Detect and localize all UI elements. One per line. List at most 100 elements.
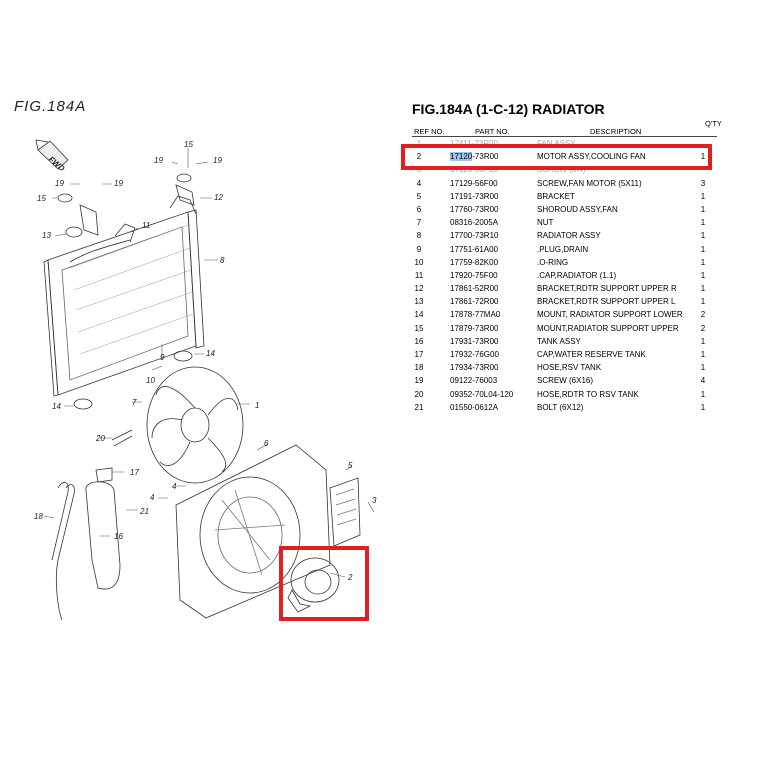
row-ref: 19: [414, 376, 424, 386]
table-row-selected[interactable]: 2 17120-73R00 MOTOR ASSY,COOLING FAN 1: [412, 150, 717, 163]
row-part: 17760-73R00: [450, 204, 499, 214]
row-ref: 15: [414, 323, 424, 333]
row-ref: 9: [416, 244, 422, 254]
row-ref: 20: [414, 389, 424, 399]
row-ref: 1: [416, 139, 422, 148]
row-qty: 1: [700, 204, 706, 214]
row-qty: 1: [700, 336, 706, 346]
row-qty: 1: [700, 231, 706, 241]
row-part: 17191-73R00: [450, 191, 499, 201]
row-qty: 1: [700, 363, 706, 373]
svg-text:19: 19: [154, 156, 163, 165]
row-ref: 8: [416, 231, 422, 241]
row-part: 17751-61A00: [450, 244, 499, 254]
row-desc: BRACKET,RDTR SUPPORT UPPER R: [537, 284, 677, 294]
row-desc: MOUNT, RADIATOR SUPPORT LOWER: [537, 310, 683, 320]
table-row[interactable]: 14 17878-77MA0 MOUNT, RADIATOR SUPPORT L…: [412, 308, 717, 321]
row-ref: 16: [414, 336, 424, 346]
figure-label: FIG.184A: [14, 98, 87, 115]
table-row[interactable]: 19 09122-76003 SCREW (6X16) 4: [412, 374, 717, 387]
selected-text[interactable]: 17120: [450, 152, 473, 162]
row-ref: 17: [414, 350, 424, 359]
table-row[interactable]: 9 17751-61A00 .PLUG,DRAIN 1: [412, 243, 717, 256]
row-ref: 4: [416, 178, 422, 188]
motor-highlight-box: [279, 546, 369, 621]
row-qty: 1: [700, 389, 706, 399]
row-qty: 1: [700, 284, 706, 294]
table-row[interactable]: 12 17861-52R00 BRACKET,RDTR SUPPORT UPPE…: [412, 282, 717, 295]
row-desc: RADIATOR ASSY: [537, 231, 601, 241]
row-desc: .O-RING: [537, 257, 569, 267]
row-desc: CAP,WATER RESERVE TANK: [537, 350, 646, 359]
table-row[interactable]: 7 08316-2005A NUT 1: [412, 216, 717, 229]
table-row[interactable]: 1 17411-73R00 FAN ASSY: [412, 137, 717, 150]
header-divider: [412, 136, 717, 137]
row-part: 01550-0612A: [450, 402, 499, 412]
row-ref: 5: [416, 191, 422, 201]
row-part: 09122-76003: [450, 376, 498, 386]
row-desc: HOSE,RDTR TO RSV TANK: [537, 389, 639, 399]
svg-text:12: 12: [214, 193, 223, 202]
table-row[interactable]: 5 17191-73R00 BRACKET 1: [412, 190, 717, 203]
parts-table: REF NO. PART NO. DESCRIPTION Q'TY 1 1741…: [412, 117, 722, 414]
table-row[interactable]: 13 17861-72R00 BRACKET,RDTR SUPPORT UPPE…: [412, 295, 717, 308]
header-ref: REF NO.: [414, 127, 445, 136]
svg-text:2: 2: [347, 573, 353, 582]
header-qty: Q'TY: [705, 119, 722, 128]
row-ref: 12: [414, 284, 424, 294]
row-qty: 1: [700, 270, 706, 280]
svg-text:19: 19: [213, 156, 222, 165]
row-qty: 1: [700, 402, 706, 412]
row-part: 17861-72R00: [450, 297, 499, 307]
row-ref: 13: [414, 297, 424, 307]
row-desc: TANK ASSY: [537, 336, 581, 346]
svg-text:21: 21: [139, 507, 149, 516]
table-row[interactable]: 17 17932-76G00 CAP,WATER RESERVE TANK 1: [412, 348, 717, 361]
table-row[interactable]: 21 01550-0612A BOLT (6X12) 1: [412, 401, 717, 414]
row-ref: 11: [414, 270, 424, 280]
row-qty: 1: [700, 244, 706, 254]
row-ref: 10: [414, 257, 424, 267]
row-desc: BRACKET,RDTR SUPPORT UPPER L: [537, 297, 676, 307]
svg-text:10: 10: [146, 376, 155, 385]
row-qty: 1: [700, 191, 706, 201]
row-part: 17879-73R00: [450, 323, 499, 333]
table-row[interactable]: 6 17760-73R00 SHOROUD ASSY,FAN 1: [412, 203, 717, 216]
row-part: 17861-52R00: [450, 284, 499, 294]
row-desc: MOUNT,RADIATOR SUPPORT UPPER: [537, 323, 679, 333]
row-qty: 1: [700, 297, 706, 307]
svg-text:16: 16: [114, 532, 123, 541]
row-desc: MOTOR ASSY,COOLING FAN: [537, 152, 646, 162]
svg-text:5: 5: [348, 461, 353, 470]
row-desc: .CAP,RADIATOR (1.1): [537, 270, 617, 280]
row-part-rest: -73R00: [472, 152, 499, 162]
fwd-arrow-icon: [35, 139, 69, 170]
row-desc: HOSE,RSV TANK: [537, 363, 602, 373]
table-row[interactable]: 11 17920-75F00 .CAP,RADIATOR (1.1) 1: [412, 269, 717, 282]
svg-text:4: 4: [150, 493, 155, 502]
svg-text:17: 17: [130, 468, 139, 477]
row-ref: 14: [414, 310, 424, 320]
row-desc: SCREW (6X16): [537, 376, 594, 386]
row-ref: 18: [414, 363, 424, 373]
row-desc: FAN ASSY: [537, 139, 576, 148]
table-row[interactable]: 4 17129-56F00 SCREW,FAN MOTOR (5X11) 3: [412, 177, 717, 190]
row-desc: .PLUG,DRAIN: [537, 244, 589, 254]
table-row[interactable]: 16 17931-73R00 TANK ASSY 1: [412, 335, 717, 348]
svg-text:9: 9: [160, 353, 165, 362]
table-row[interactable]: 18 17934-73R00 HOSE,RSV TANK 1: [412, 361, 717, 374]
header-part: PART NO.: [475, 127, 510, 136]
svg-text:7: 7: [132, 398, 137, 407]
row-part: 09352-70L04-120: [450, 389, 514, 399]
row-qty: 2: [700, 310, 706, 320]
row-ref: 21: [414, 402, 424, 412]
table-header: REF NO. PART NO. DESCRIPTION Q'TY: [412, 117, 722, 137]
svg-text:4: 4: [172, 482, 177, 491]
table-row[interactable]: 10 17759-82K00 .O-RING 1: [412, 256, 717, 269]
row-desc: SCREW,FAN MOTOR (5X11): [537, 178, 642, 188]
table-row[interactable]: 20 09352-70L04-120 HOSE,RDTR TO RSV TANK…: [412, 388, 717, 401]
table-row[interactable]: 8 17700-73R10 RADIATOR ASSY 1: [412, 229, 717, 242]
row-qty: 1: [700, 152, 706, 162]
table-row[interactable]: 15 17879-73R00 MOUNT,RADIATOR SUPPORT UP…: [412, 322, 717, 335]
